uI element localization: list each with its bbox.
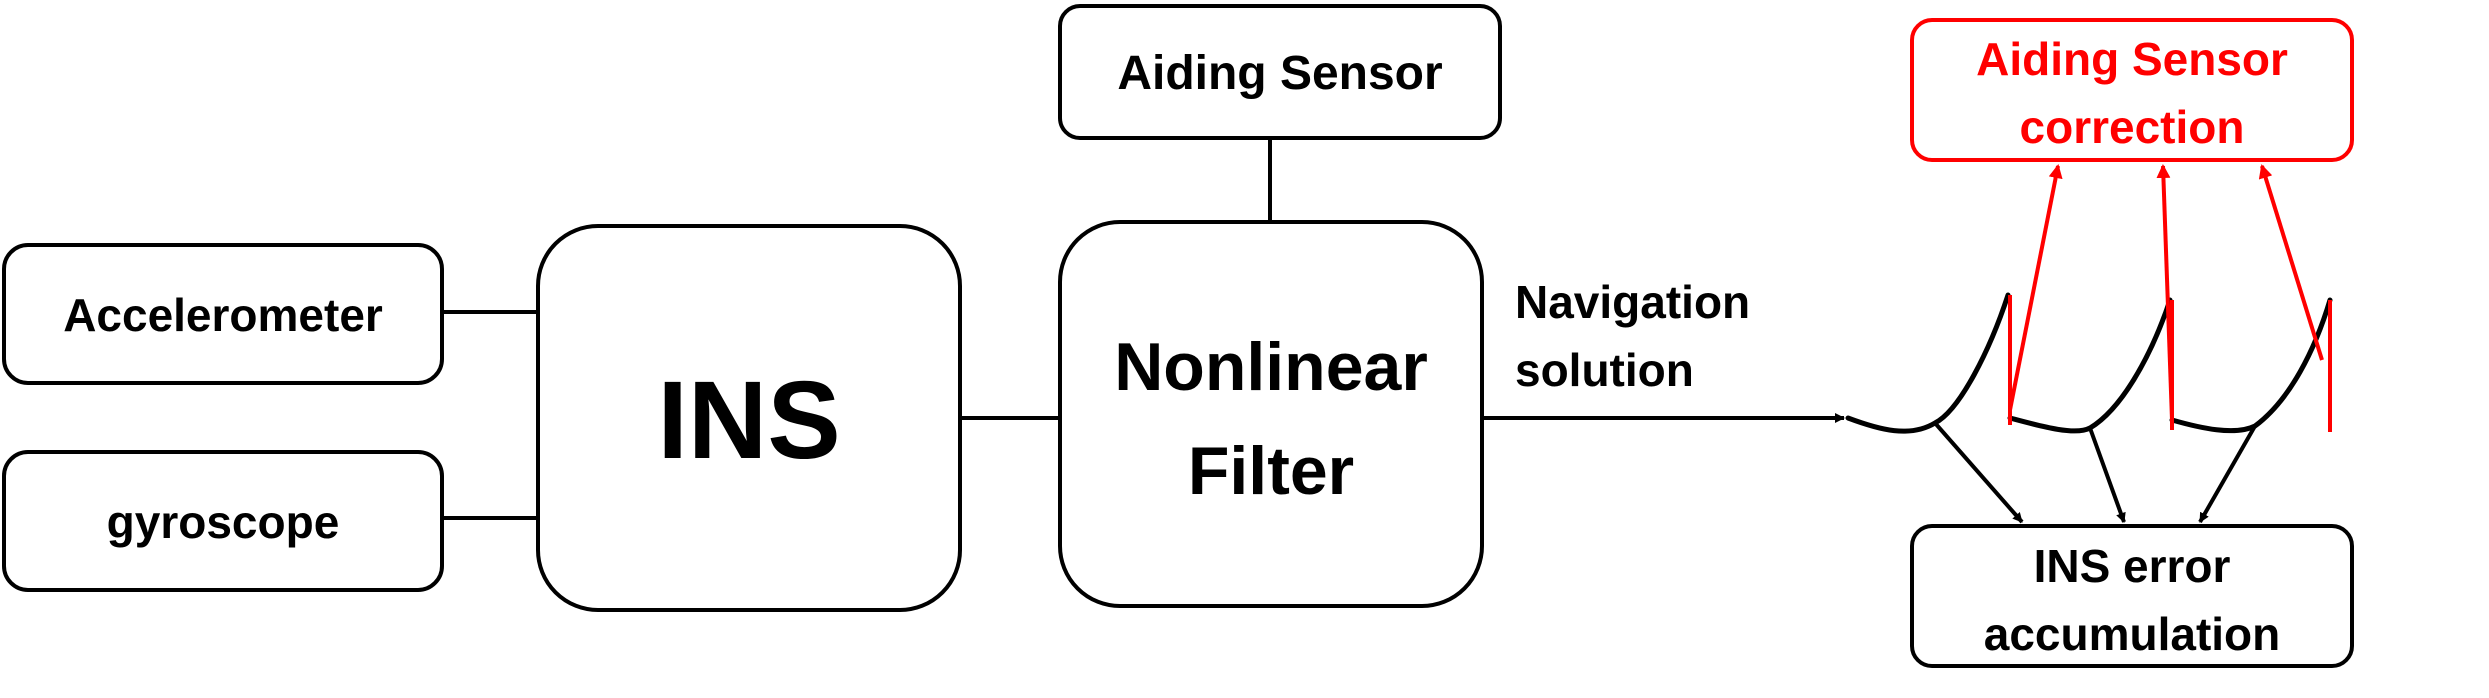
accumulation-arrow-3	[2198, 425, 2257, 523]
nonlinear-filter-label-line2: Filter	[1188, 433, 1354, 509]
nonlinear-filter-label-line1: Nonlinear	[1114, 329, 1428, 405]
nonlinear-filter-block: Nonlinear Filter	[1058, 220, 1484, 608]
navigation-solution-label: Navigation solution	[1515, 276, 1750, 396]
ins-label: INS	[657, 359, 840, 482]
correction-arrow-3	[2258, 164, 2324, 361]
error-growth-curve	[1845, 292, 2333, 434]
correction-lines	[2008, 164, 2332, 432]
accelerometer-label: Accelerometer	[63, 289, 383, 341]
navigation-solution-line2: solution	[1515, 344, 1694, 396]
accelerometer-block: Accelerometer	[2, 243, 444, 385]
accumulation-arrows	[1933, 421, 2257, 524]
aiding-sensor-correction-block: Aiding Sensor correction	[1910, 18, 2354, 162]
accumulation-arrow-1	[1933, 421, 2024, 524]
correction-arrow-2	[2156, 164, 2174, 421]
aiding-sensor-block: Aiding Sensor	[1058, 4, 1502, 140]
ins-error-accumulation-line2: accumulation	[1984, 608, 2281, 660]
aiding-sensor-correction-line1: Aiding Sensor	[1976, 33, 2288, 85]
aiding-sensor-correction-line2: correction	[2020, 101, 2245, 153]
navigation-solution-line1: Navigation	[1515, 276, 1750, 328]
aiding-sensor-label: Aiding Sensor	[1117, 47, 1442, 100]
ins-block: INS	[536, 224, 962, 612]
gyroscope-block: gyroscope	[2, 450, 444, 592]
ins-error-accumulation-block: INS error accumulation	[1910, 524, 2354, 668]
error-curve-segment-2	[2007, 297, 2173, 434]
error-curve-segment-3	[2169, 297, 2333, 434]
ins-error-accumulation-line1: INS error	[2034, 540, 2231, 592]
correction-arrow-1	[2008, 164, 2063, 411]
accumulation-arrow-2	[2088, 427, 2126, 523]
connectors	[442, 138, 1845, 520]
error-curve-segment-1	[1845, 292, 2011, 434]
gyroscope-label: gyroscope	[107, 496, 340, 548]
